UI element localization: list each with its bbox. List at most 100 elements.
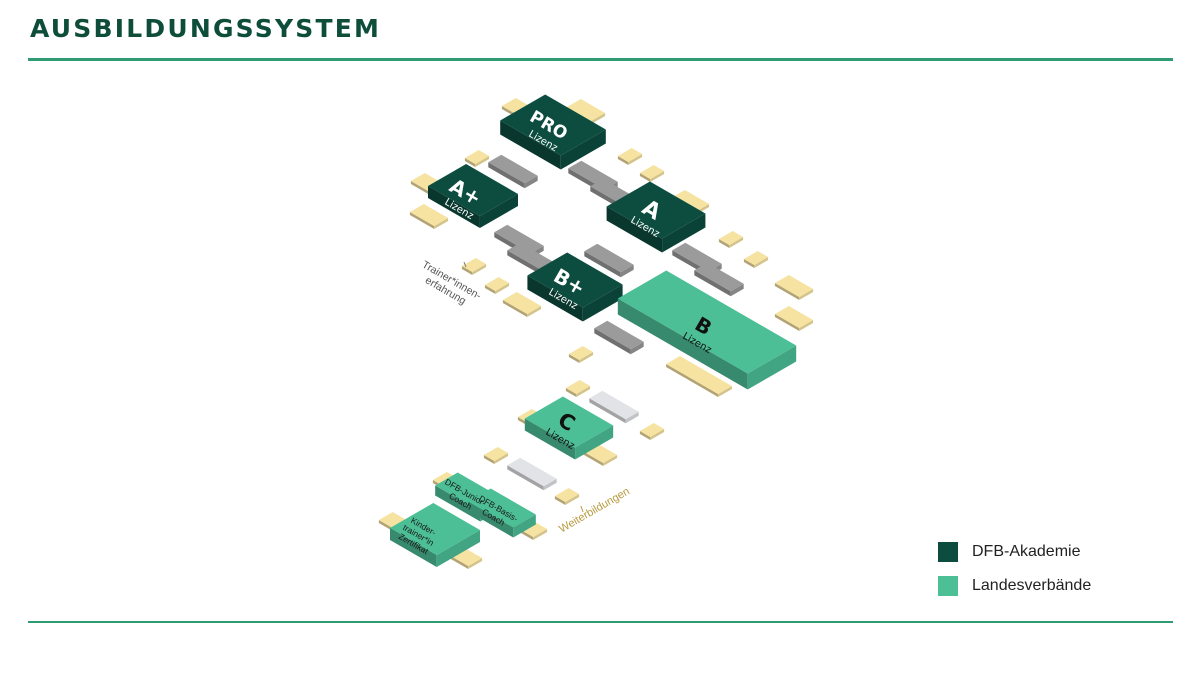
page-title: AUSBILDUNGSSYSTEM [30, 14, 382, 43]
legend-label-landes: Landesverbände [972, 577, 1092, 594]
pad-14 [774, 275, 814, 300]
connector-light-1-side-left [589, 398, 626, 424]
block-c-top [524, 396, 614, 448]
pad-14-side-left [774, 283, 800, 300]
pad-15-side-left [774, 314, 800, 331]
weiter-tick [580, 505, 584, 513]
pad-20-side-right [603, 455, 618, 466]
connector-9-side-left [594, 328, 631, 355]
pad-8-top [670, 190, 710, 212]
block-a-plus-side-right [479, 194, 518, 228]
block-b-side-right [747, 345, 797, 390]
pad-7-side-right [650, 171, 665, 182]
pad-9 [461, 258, 487, 275]
connector-1-side-right [524, 175, 538, 189]
connector-light-2-side-left [507, 465, 544, 491]
pad-17 [666, 356, 732, 397]
pad-23-side-right [565, 494, 580, 505]
connector-5-top [507, 242, 557, 272]
connector-light-2 [507, 457, 557, 491]
connector-9 [594, 320, 644, 355]
pad-16-side-right [579, 352, 594, 363]
block-a [606, 181, 706, 253]
pad-11-side-left [502, 300, 528, 317]
pad-22-top [483, 447, 509, 461]
pad-18-side-right [576, 386, 591, 397]
pad-27-side-right [468, 558, 483, 569]
pad-7 [639, 165, 665, 182]
legend-label-dfb: DFB-Akademie [972, 543, 1081, 560]
pad-21-side-left [639, 431, 651, 440]
pad-4 [617, 148, 643, 165]
pad-18-top [565, 380, 591, 394]
pad-13-side-right [754, 257, 769, 268]
block-b [617, 270, 797, 390]
legend-swatch-dfb [938, 542, 958, 562]
pad-18 [565, 380, 591, 397]
legend-item-landes: Landesverbände [938, 575, 1091, 597]
connector-light-1-side-right [625, 411, 639, 424]
block-b-side-left [617, 298, 748, 390]
block-c [524, 396, 614, 460]
connector-8-side-left [694, 270, 731, 297]
connector-6-side-left [584, 251, 621, 278]
block-basis-coach [468, 488, 536, 538]
pad-2-side-right [591, 113, 606, 124]
pad-9-top [461, 258, 487, 272]
trainer-tick [463, 261, 467, 268]
pad-6-side-right [434, 218, 449, 229]
pad-9-side-right [472, 264, 487, 275]
connector-light-1 [589, 390, 639, 424]
pad-10 [484, 277, 510, 294]
pad-16-top [568, 346, 594, 360]
block-c-side-right [575, 425, 614, 460]
pad-17-top [666, 356, 732, 394]
pad-10-side-right [495, 283, 510, 294]
pad-7-side-left [639, 173, 651, 182]
connector-8-top [694, 262, 744, 292]
legend: DFB-Akademie Landesverbände [938, 541, 1091, 609]
pad-3-top [464, 150, 490, 164]
pad-10-side-left [484, 285, 496, 294]
connector-6-side-right [620, 264, 634, 278]
block-basis-coach-top [468, 488, 536, 528]
pad-3-side-left [464, 158, 476, 167]
bottom-divider [28, 621, 1173, 623]
pad-4-side-right [628, 154, 643, 165]
block-basis-coach-side-right [513, 514, 536, 538]
pad-23-side-left [554, 496, 566, 505]
pad-7-top [639, 165, 665, 179]
block-junior-coach-side-left [435, 485, 481, 522]
block-kindertrainer-side-left [390, 528, 437, 567]
block-b-plus-side-right [582, 284, 623, 322]
pad-18-side-left [565, 388, 577, 397]
block-c-side-left [524, 418, 576, 460]
pad-15 [774, 306, 814, 331]
top-divider [28, 58, 1173, 61]
block-kindertrainer [390, 503, 480, 567]
connector-8-side-right [730, 283, 744, 297]
pad-4-top [617, 148, 643, 162]
block-a-plus [428, 164, 518, 228]
pad-26-side-right [533, 529, 548, 540]
connector-light-2-side-right [543, 478, 557, 491]
pad-4-side-left [617, 156, 629, 165]
block-a-top [606, 181, 706, 239]
pad-11 [502, 292, 542, 317]
pad-23 [554, 488, 580, 505]
connector-6-top [584, 243, 634, 273]
connector-1 [488, 154, 538, 189]
connector-light-2-top [507, 457, 557, 487]
pad-6-top [409, 204, 449, 226]
block-b-top [617, 270, 797, 374]
block-b-plus [527, 252, 623, 322]
block-a-side-right [662, 213, 706, 253]
pad-15-side-right [799, 320, 814, 331]
block-a-plus-top [428, 164, 518, 216]
pad-22-side-right [494, 453, 509, 464]
connector-5-side-left [507, 250, 544, 277]
legend-item-dfb: DFB-Akademie [938, 541, 1091, 563]
pad-21-top [639, 423, 665, 437]
pad-3-side-right [475, 156, 490, 167]
